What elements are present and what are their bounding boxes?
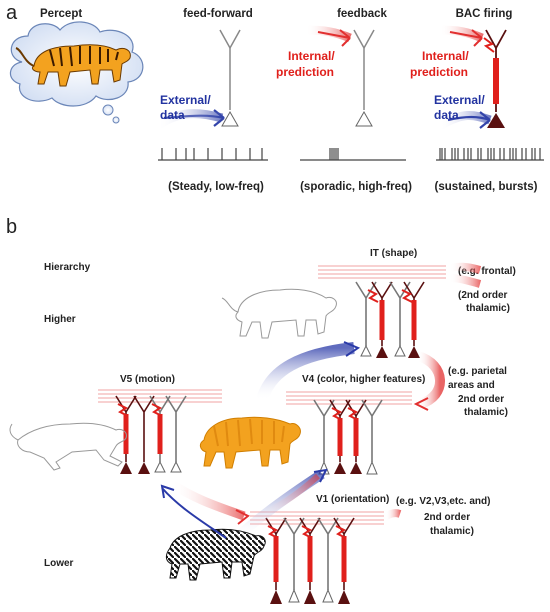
arrow-v1-to-v4-head	[313, 468, 328, 483]
neuron-group-it	[355, 281, 425, 358]
arrow-v4-to-it	[256, 342, 355, 402]
external-label-ff-1: External/	[160, 93, 211, 107]
note-frontal: (e.g. frontal)	[458, 266, 516, 277]
area-v5-label: V5 (motion)	[120, 374, 175, 385]
arrow-v1-to-v5	[161, 487, 227, 539]
column-bac-title: BAC firing	[456, 8, 513, 20]
tiger-color-icon	[199, 416, 301, 469]
tiger-outline-higher-icon	[221, 288, 337, 339]
spike-train-feedback	[300, 148, 406, 161]
note-parietal-3: 2nd order	[458, 394, 504, 405]
area-v4-label: V4 (color, higher features)	[302, 374, 425, 385]
arrow-it-to-v4-head	[413, 397, 429, 411]
note-v2-2: 2nd order	[424, 512, 470, 523]
neuron-group-v1	[265, 517, 355, 604]
arrow-v2-to-v1	[384, 509, 402, 520]
external-arrow-bac	[447, 111, 491, 129]
layer1-lines-it	[318, 265, 446, 279]
area-v1-label: V1 (orientation)	[316, 494, 389, 505]
arrow-v4-to-it-head	[343, 341, 361, 357]
higher-label: Higher	[44, 314, 76, 325]
note-parietal-1: (e.g. parietal	[448, 366, 507, 377]
internal-arrow-feedback	[317, 29, 351, 47]
spike-train-feedforward	[158, 148, 268, 161]
column-feedback-title: feedback	[337, 8, 387, 20]
internal-label-fb-1: Internal/	[288, 49, 335, 63]
external-label-bac-1: External/	[434, 93, 485, 107]
arrow-v5-to-v1-head	[235, 509, 250, 525]
arrow-v1-to-v5-head	[160, 484, 175, 499]
neuron-feedforward	[219, 29, 241, 127]
external-label-ff-2: data	[160, 108, 185, 122]
arrow-it-to-v4	[416, 351, 445, 409]
area-it-label: IT (shape)	[370, 248, 417, 259]
external-label-bac-2: data	[434, 108, 459, 122]
percept-label: Percept	[40, 8, 82, 20]
note-thalamic-top-1: (2nd order	[458, 290, 508, 301]
internal-label-bac-2: prediction	[410, 65, 468, 79]
note-v2-3: thalamic)	[430, 526, 474, 537]
arrow-v5-to-v1	[169, 480, 246, 521]
internal-arrow-bac	[449, 29, 483, 47]
caption-feedforward: (Steady, low-freq)	[168, 181, 264, 193]
panel-b-letter: b	[6, 216, 17, 238]
column-feedforward-title: feed-forward	[183, 8, 253, 20]
spike-train-bac	[436, 148, 544, 161]
note-thalamic-top-2: thalamic)	[466, 303, 510, 314]
neuron-bac	[483, 29, 507, 128]
neuron-group-v4	[313, 399, 383, 475]
neuron-feedback	[353, 29, 375, 127]
thought-cloud	[9, 21, 144, 124]
panel-a-letter: a	[6, 2, 18, 24]
arrow-thalamic-it	[449, 274, 482, 288]
internal-label-fb-2: prediction	[276, 65, 334, 79]
hierarchy-label: Hierarchy	[44, 262, 91, 273]
internal-label-bac-1: Internal/	[422, 49, 469, 63]
cheetah-outline-icon	[9, 422, 127, 471]
caption-bac: (sustained, bursts)	[435, 181, 538, 193]
lower-label: Lower	[44, 558, 74, 569]
arrow-frontal-it	[449, 262, 482, 274]
caption-feedback: (sporadic, high-freq)	[300, 181, 412, 193]
layer1-lines-v5	[98, 389, 222, 403]
arrow-v4-to-v1	[260, 473, 320, 517]
note-v2-1: (e.g. V2,V3,etc. and)	[396, 496, 490, 507]
note-parietal-4: thalamic)	[464, 407, 508, 418]
tiger-stripes-icon	[165, 528, 266, 581]
neuron-group-v5	[115, 395, 187, 474]
tiger-percept-icon	[15, 44, 131, 87]
external-arrow-feedforward-glow	[155, 109, 224, 130]
note-parietal-2: areas and	[448, 380, 495, 391]
